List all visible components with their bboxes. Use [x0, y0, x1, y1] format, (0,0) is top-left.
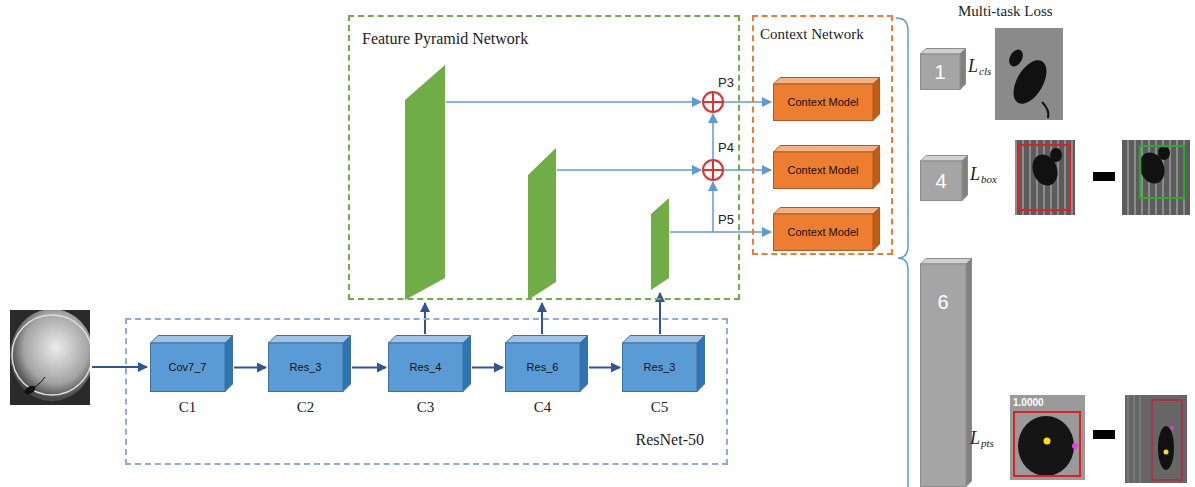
stage-name: C3: [388, 398, 463, 416]
stage-arrow: [589, 367, 620, 369]
input-arrow: [92, 366, 147, 368]
resnet-stage-block: Res_4C3: [388, 335, 471, 392]
resnet-stage-block: Res_3C2: [268, 335, 351, 392]
block-face: Res_4: [388, 343, 463, 392]
loss-subscript: cls: [979, 65, 991, 78]
stage-arrow: [234, 367, 266, 369]
resnet-stage-block: Res_6C4: [505, 335, 588, 392]
feature-map: [528, 148, 556, 300]
loss-subscript: pts: [981, 437, 994, 450]
context-region: Context NetworkContext ModelContext Mode…: [752, 15, 893, 255]
pyramid-wiring: [446, 102, 771, 232]
input-image: [10, 310, 90, 405]
mouse-crop: [1122, 140, 1190, 215]
block-face: Res_3: [268, 343, 343, 392]
loss-symbol: L: [970, 164, 980, 186]
output-block: 4: [920, 155, 968, 201]
block-label: Res_3: [644, 361, 676, 374]
stage-name: C2: [268, 398, 343, 416]
context-model-box: Context Model: [773, 77, 880, 121]
block-label: Res_6: [527, 361, 559, 374]
block-label: Res_4: [410, 361, 442, 374]
resnet-stage-block: Res_3C5: [622, 335, 705, 392]
output-block: 1: [920, 48, 966, 90]
block-face: Context Model: [773, 84, 873, 121]
landmark-crop: [1125, 395, 1187, 483]
minus-sign: [1093, 430, 1115, 439]
sum-symbol: [703, 160, 723, 180]
resnet-stage-block: Cov7_7C1: [150, 335, 233, 392]
output-block: 6: [920, 258, 972, 487]
loss-subscript: box: [981, 173, 997, 186]
section-title: Multi-task Loss: [958, 2, 1053, 20]
block-face: Res_6: [505, 343, 580, 392]
region-title: ResNet-50: [636, 430, 704, 449]
block-label: 6: [937, 290, 948, 314]
stage-arrow: [352, 367, 386, 369]
mouse-crop: [1015, 140, 1075, 215]
block-label: 1: [934, 60, 945, 84]
minus-sign: [1093, 172, 1115, 181]
stage-name: C5: [622, 398, 697, 416]
block-face: 6: [920, 264, 966, 487]
block-face: 4: [920, 161, 962, 201]
block-face: Context Model: [773, 152, 873, 189]
region-title: Feature Pyramid Network: [362, 29, 528, 48]
block-label: Context Model: [788, 164, 859, 177]
context-model-box: Context Model: [773, 207, 880, 251]
context-model-box: Context Model: [773, 145, 880, 189]
feature-map: [405, 65, 445, 300]
resnet-region: ResNet-50Cov7_7C1Res_3C2Res_4C3Res_6C4Re…: [125, 318, 728, 465]
sum-symbol: [703, 92, 723, 112]
block-face: Cov7_7: [150, 343, 225, 392]
level-name: P4: [718, 140, 734, 156]
block-label: Res_3: [290, 361, 322, 374]
region-title: Context Network: [760, 25, 864, 43]
brace: [896, 18, 908, 487]
stage-name: C4: [505, 398, 580, 416]
block-face: 1: [920, 54, 960, 90]
level-name: P3: [718, 75, 734, 91]
block-face: Res_3: [622, 343, 697, 392]
feature-map: [651, 198, 669, 290]
mouse-crop: [995, 28, 1063, 120]
stage-name: C1: [150, 398, 225, 416]
loss-symbol: L: [970, 428, 980, 450]
fpn-region: Feature Pyramid Network: [348, 15, 740, 300]
block-label: 4: [935, 169, 946, 193]
level-name: P5: [718, 212, 734, 228]
stage-arrow: [472, 367, 503, 369]
loss-symbol: L: [968, 56, 978, 78]
landmark-crop: [1010, 395, 1085, 480]
block-label: Cov7_7: [169, 361, 207, 374]
block-label: Context Model: [788, 226, 859, 239]
block-face: Context Model: [773, 214, 873, 251]
score-text: 1.0000: [1013, 397, 1044, 409]
block-label: Context Model: [788, 96, 859, 109]
